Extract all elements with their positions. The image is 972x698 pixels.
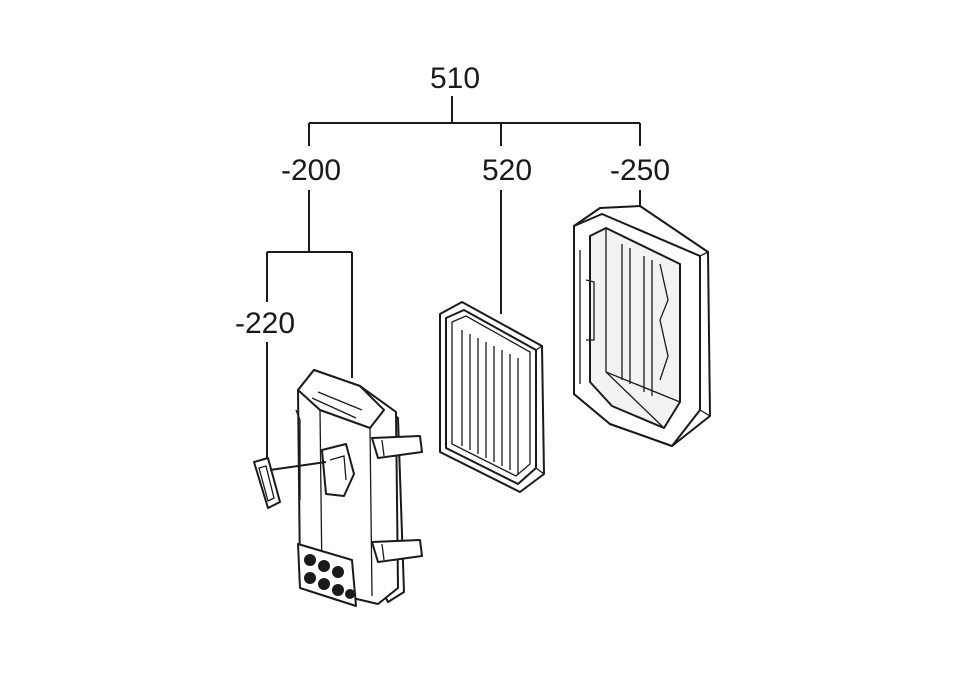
label-cover-250: -250 xyxy=(610,154,670,187)
air-cleaner-case xyxy=(295,369,423,607)
label-assembly-510: 510 xyxy=(430,62,480,95)
label-element-520: 520 xyxy=(482,154,532,187)
label-gasket-220: -220 xyxy=(235,307,295,340)
gasket xyxy=(253,457,327,509)
air-cleaner-cover xyxy=(573,205,711,447)
leader-lines xyxy=(266,96,641,462)
label-case-200: -200 xyxy=(281,154,341,187)
filter-element xyxy=(439,301,545,493)
